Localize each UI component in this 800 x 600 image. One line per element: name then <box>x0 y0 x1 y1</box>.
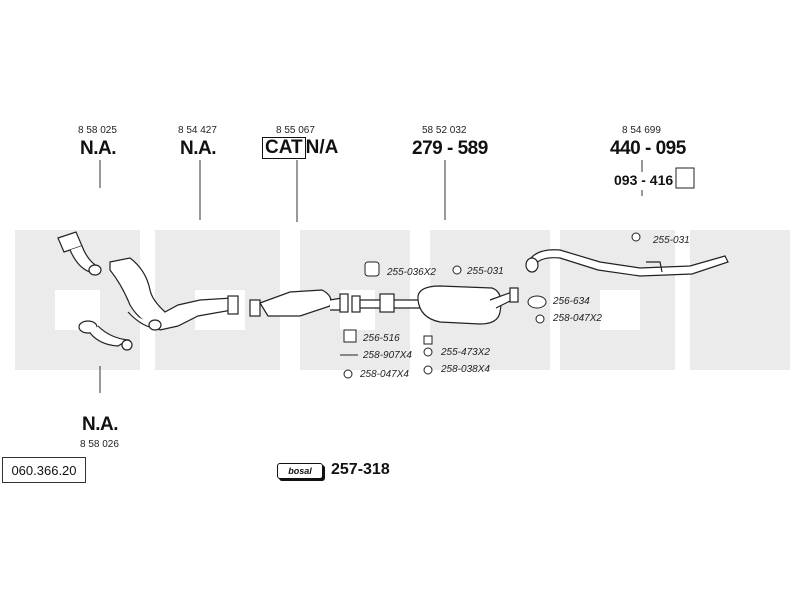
catalog-number: 060.366.20 <box>2 457 86 483</box>
part-258-047: 258-047X2 <box>553 313 602 324</box>
front-pipe-lower <box>78 320 133 351</box>
part-label: N.A. <box>180 138 217 159</box>
cat-badge: CAT <box>262 137 306 159</box>
part-label: 440 - 095 <box>610 138 686 159</box>
hardware-icons <box>340 167 695 379</box>
oem-number: 8 54 699 <box>622 125 661 136</box>
oem-number: 8 58 026 <box>80 439 119 450</box>
part-label: N.A. <box>82 414 119 435</box>
catalytic-converter <box>249 289 349 317</box>
rear-silencer <box>417 285 519 325</box>
front-pipe-upper <box>57 231 102 276</box>
part-258-038: 258-038X4 <box>441 364 490 375</box>
y-pipe <box>109 257 239 331</box>
part-label: N/A <box>305 137 339 158</box>
part-258-047: 258-047X4 <box>360 369 409 380</box>
brand-logo: bosal <box>277 463 323 479</box>
part-255-031: 255-031 <box>467 266 504 277</box>
leader-lines <box>99 160 643 393</box>
oem-number: 8 58 025 <box>78 125 117 136</box>
part-255-036: 255-036X2 <box>387 267 436 278</box>
part-256-516: 256-516 <box>363 333 400 344</box>
kit-number: 257-318 <box>331 461 390 478</box>
part-258-907: 258-907X4 <box>363 350 412 361</box>
oem-number: 8 54 427 <box>178 125 217 136</box>
part-label: N.A. <box>80 138 117 159</box>
oem-number: 8 55 067 <box>276 125 315 136</box>
part-255-031: 255-031 <box>653 235 690 246</box>
sub-part-label: 093 - 416 <box>614 172 674 188</box>
part-255-473: 255-473X2 <box>441 347 490 358</box>
middle-pipe <box>351 293 421 313</box>
oem-number: 58 52 032 <box>422 125 467 136</box>
tailpipe <box>525 249 729 277</box>
part-label: 279 - 589 <box>412 138 488 159</box>
part-256-634: 256-634 <box>553 296 590 307</box>
